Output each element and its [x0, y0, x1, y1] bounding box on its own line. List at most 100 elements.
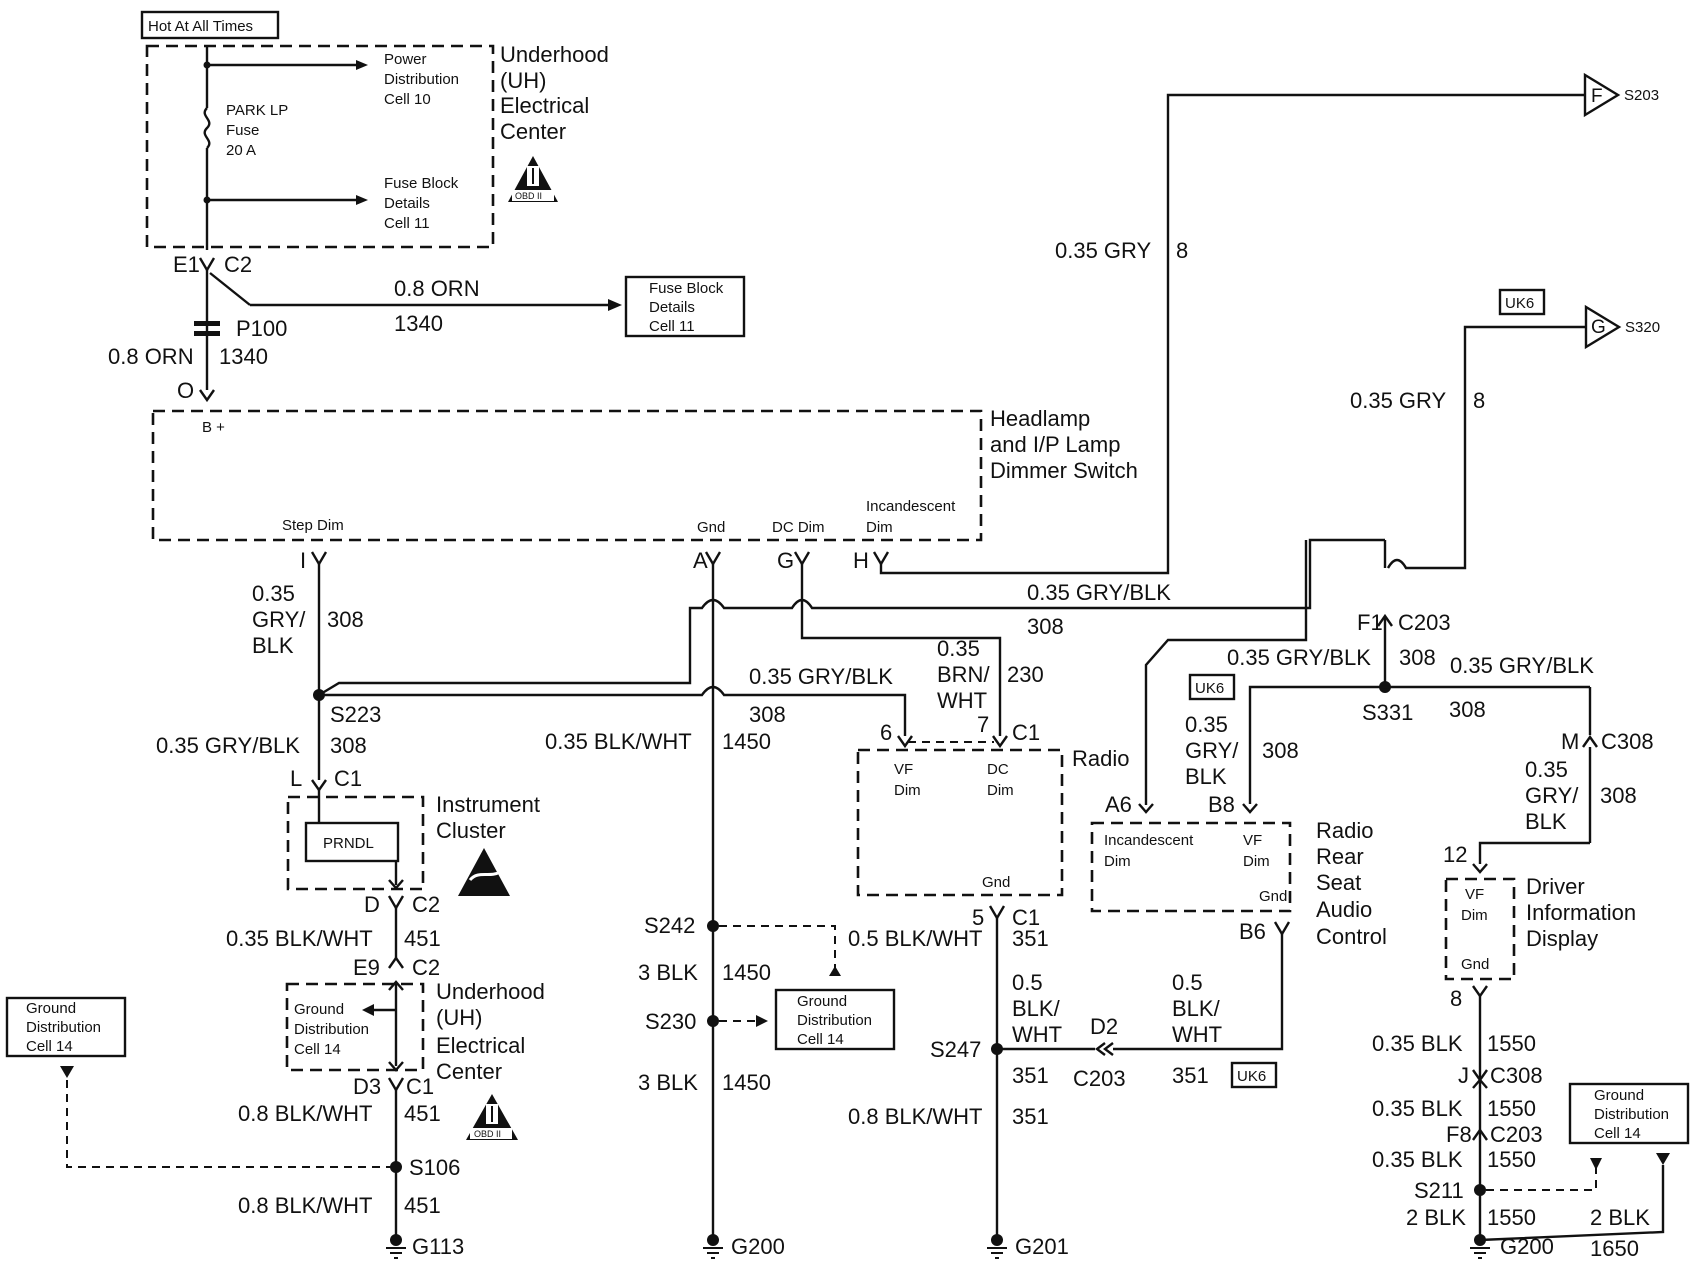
power-distribution-line-3: Cell 10	[384, 91, 431, 108]
ground-dist-left-3: Cell 14	[26, 1038, 73, 1055]
uh-ground-dist-2: Distribution	[294, 1021, 369, 1038]
uh-top-title-2: (UH)	[500, 68, 546, 93]
ground-dist-mid-2: Distribution	[797, 1012, 872, 1029]
g200-mid: G200	[731, 1234, 785, 1259]
blk-wht-08-a: 0.8 BLK/WHT	[238, 1101, 372, 1126]
pin-b8: B8	[1208, 792, 1235, 817]
c1-instrument: C1	[334, 766, 362, 791]
wire-orn-gauge: 0.8 ORN	[394, 276, 480, 301]
gry-blk-s223: 0.35 GRY/BLK	[156, 733, 300, 758]
circuit-1550-a: 1550	[1487, 1031, 1536, 1056]
s106: S106	[409, 1155, 460, 1180]
conn-e1: E1	[173, 252, 200, 277]
radio-dc-dim-1: DC	[987, 761, 1009, 778]
c1-radio: C1	[1012, 720, 1040, 745]
circuit-230: 230	[1007, 662, 1044, 687]
brn-wht-3: WHT	[937, 688, 987, 713]
circuit-308-top: 308	[1027, 614, 1064, 639]
dimmer-switch-dashed-box	[151, 409, 983, 542]
radio-dc-dim-2: Dim	[987, 782, 1014, 799]
flag-g	[1584, 304, 1622, 350]
pin-e9: E9	[353, 955, 380, 980]
blk-3-b: 3 BLK	[638, 1070, 698, 1095]
circuit-351-d: 351	[1012, 1104, 1049, 1129]
blk-wht-05: 0.5 BLK/WHT	[848, 926, 982, 951]
circuit-451-b: 451	[404, 1101, 441, 1126]
wire-308-left-2: GRY/	[252, 607, 306, 632]
pin-f8: F8	[1446, 1122, 1472, 1147]
s247: S247	[930, 1037, 981, 1062]
svg-text:OBD II: OBD II	[474, 1129, 501, 1139]
pin-d: D	[364, 892, 380, 917]
svg-text:F: F	[1591, 86, 1603, 107]
gry-blk-mid: 0.35 GRY/BLK	[749, 664, 893, 689]
circuit-308-left: 308	[327, 607, 364, 632]
ground-icon-g201	[987, 1247, 1007, 1259]
rrsac-vf-dim-1: VF	[1243, 832, 1262, 849]
pin-a6: A6	[1105, 792, 1132, 817]
c203-f1: C203	[1398, 610, 1451, 635]
pin-8: 8	[1450, 986, 1462, 1011]
c308-j: C308	[1490, 1063, 1543, 1088]
blk-035-a: 0.35 BLK	[1372, 1031, 1463, 1056]
uk6-box-bottom	[1230, 1061, 1278, 1089]
fuse-label-1: PARK LP	[226, 102, 288, 119]
obd-ii-icon-bottom: OBD II	[466, 1094, 518, 1140]
g200-right: G200	[1500, 1234, 1554, 1259]
gnd-label: Gnd	[697, 519, 725, 536]
circuit-1550-b: 1550	[1487, 1096, 1536, 1121]
brn-wht-2: BRN/	[937, 662, 990, 687]
blk-2-a: 2 BLK	[1406, 1205, 1466, 1230]
circuit-1450-c: 1450	[722, 1070, 771, 1095]
pin-a: A	[693, 548, 708, 573]
wire-308-left-3: BLK	[252, 633, 294, 658]
pin-m: M	[1561, 729, 1579, 754]
ground-dist-mid-1: Ground	[797, 993, 847, 1010]
wire-05-right-2: BLK/	[1172, 996, 1221, 1021]
gry-gauge-top: 0.35 GRY	[1055, 238, 1152, 263]
gry-blk-s331-left: 0.35 GRY/BLK	[1227, 645, 1371, 670]
uh-bottom-dashed-box	[285, 982, 425, 1072]
brn-wht-1: 0.35	[937, 636, 980, 661]
c1-uh-bottom: C1	[406, 1074, 434, 1099]
gry-circuit-right: 8	[1473, 388, 1485, 413]
svg-text:OBD II: OBD II	[515, 191, 542, 201]
b-plus: B +	[202, 419, 225, 436]
uh-ground-dist-1: Ground	[294, 1001, 344, 1018]
pin-o: O	[177, 378, 194, 403]
circuit-308-dic: 308	[1600, 783, 1637, 808]
fuse-block-details-1: Fuse Block	[384, 175, 459, 192]
dic-vf-dim-1: VF	[1465, 886, 1484, 903]
s242: S242	[644, 913, 695, 938]
blk-035-c: 0.35 BLK	[1372, 1147, 1463, 1172]
rrsac-incandescent-2: Dim	[1104, 853, 1131, 870]
circuit-308-s331-right: 308	[1449, 697, 1486, 722]
wire-308-dic-1: 0.35	[1525, 757, 1568, 782]
circuit-451-a: 451	[404, 926, 441, 951]
circuit-1450-b: 1450	[722, 960, 771, 985]
ground-icon-g200	[703, 1247, 723, 1259]
rrsac-title-1: Radio	[1316, 818, 1373, 843]
prndl-label: PRNDL	[323, 835, 374, 852]
d2: D2	[1090, 1014, 1118, 1039]
dic-title-3: Display	[1526, 926, 1598, 951]
ground-icon-g200-right	[1470, 1247, 1490, 1259]
pin-l: L	[290, 766, 302, 791]
fuse-block-ref-2: Details	[649, 299, 695, 316]
rrsac-title-3: Seat	[1316, 870, 1361, 895]
pin-h: H	[853, 548, 869, 573]
obd-ii-icon: OBD II	[508, 156, 558, 202]
fuse-block-details-2: Details	[384, 195, 430, 212]
uh-ground-dist-3: Cell 14	[294, 1041, 341, 1058]
ground-dist-mid-box	[774, 988, 896, 1051]
s203-label: S203	[1624, 87, 1659, 104]
circuit-308-s223: 308	[330, 733, 367, 758]
pin-d3: D3	[353, 1074, 381, 1099]
wire-308-rrsac-2: GRY/	[1185, 738, 1239, 763]
incandescent-dim-1: Incandescent	[866, 498, 956, 515]
flag-f	[1583, 72, 1621, 118]
uh-top-title-1: Underhood	[500, 42, 609, 67]
blk-2-b: 2 BLK	[1590, 1205, 1650, 1230]
rrsac-title-2: Rear	[1316, 844, 1364, 869]
gry-gauge-right: 0.35 GRY	[1350, 388, 1447, 413]
